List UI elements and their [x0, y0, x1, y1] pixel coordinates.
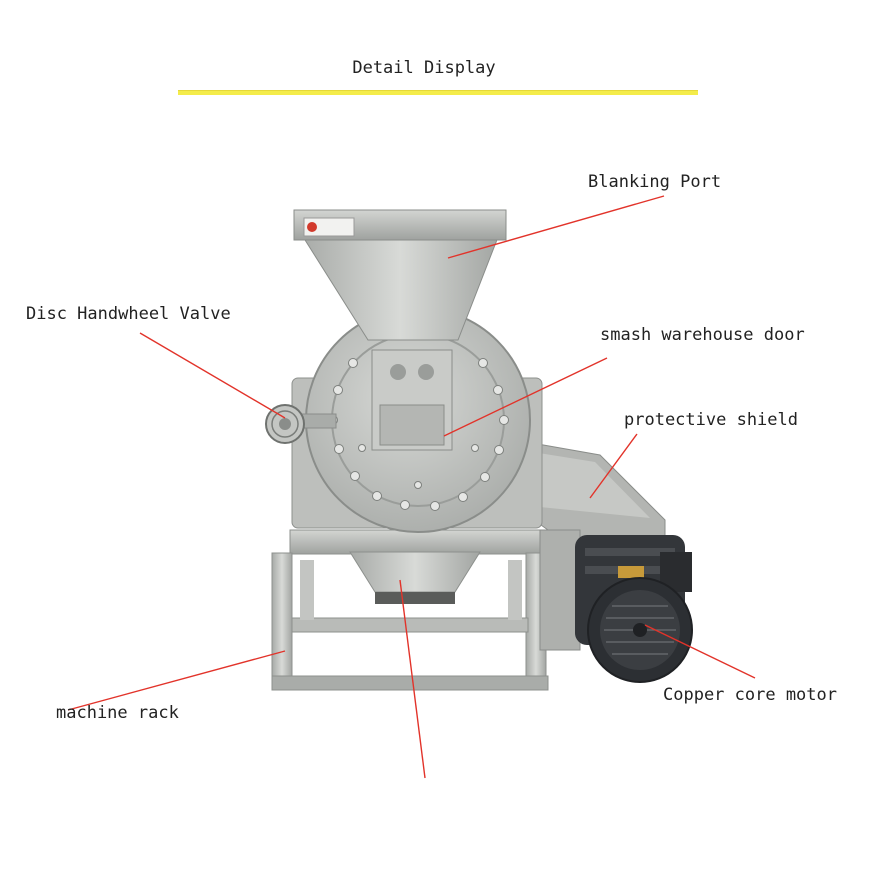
discharge-hopper	[349, 551, 481, 604]
label-blanking-port: Blanking Port	[588, 172, 722, 192]
title-underline	[178, 90, 698, 95]
leader-warehouse-door	[443, 357, 608, 437]
leader-discharge	[399, 579, 426, 779]
label-copper-core-motor: Copper core motor	[663, 685, 837, 705]
label-smash-warehouse-door: smash warehouse door	[600, 325, 805, 345]
handwheel-part	[265, 404, 337, 444]
leader-lines	[67, 195, 756, 779]
page-title: Detail Display	[352, 58, 496, 78]
label-machine-rack: machine rack	[56, 703, 179, 723]
motor-part	[539, 529, 693, 683]
leader-blanking-port	[447, 195, 665, 259]
leader-machine-rack	[67, 650, 286, 711]
leader-motor	[644, 624, 756, 679]
leader-handwheel-valve	[139, 332, 286, 419]
smash-warehouse-door-part	[371, 349, 453, 451]
label-protective-shield: protective shield	[624, 410, 798, 430]
leader-protective-shield	[589, 433, 638, 499]
blanking-port-part	[293, 209, 507, 341]
label-disc-handwheel-valve: Disc Handwheel Valve	[26, 304, 231, 324]
machine-rack-part	[271, 529, 549, 691]
